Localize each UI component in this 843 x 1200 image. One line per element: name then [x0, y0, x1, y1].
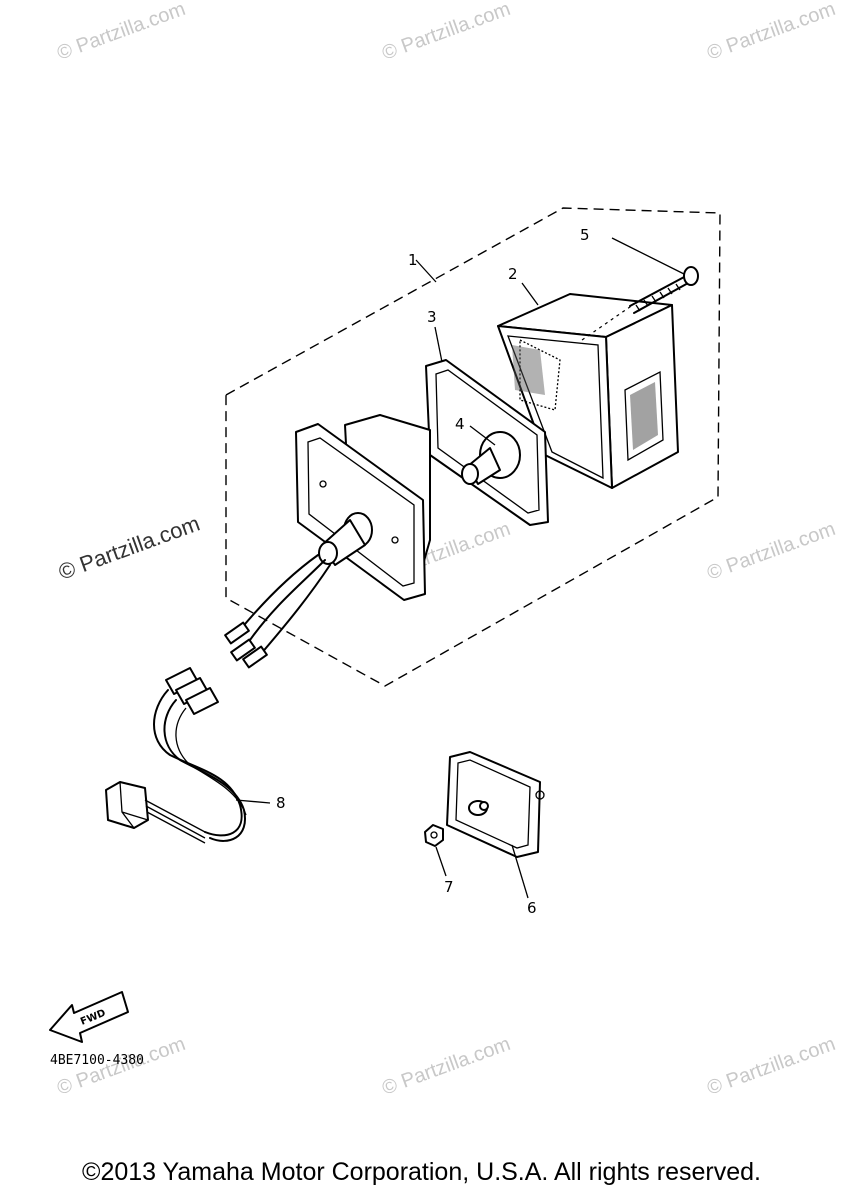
watermark: © Partzilla.com [704, 1033, 838, 1100]
watermark: © Partzilla.com [704, 0, 838, 65]
leader-line-1 [415, 259, 437, 283]
copyright-notice: ©2013 Yamaha Motor Corporation, U.S.A. A… [82, 1158, 761, 1186]
leader-line-3 [434, 326, 443, 363]
watermark: © Partzilla.com [704, 518, 838, 585]
watermark-prominent: © Partzilla.com [55, 511, 203, 585]
part-8-harness [105, 667, 271, 844]
callout-3: 3 [427, 308, 437, 326]
part-2-housing [497, 293, 679, 489]
callout-4: 4 [455, 415, 465, 433]
assembly-boundary [225, 207, 721, 687]
fwd-arrow-icon: FWD [49, 991, 129, 1043]
leader-line-2 [521, 282, 539, 306]
part-4-bulb [461, 425, 521, 485]
callout-5: 5 [580, 226, 590, 244]
watermark: © Partzilla.com [379, 1033, 513, 1100]
callout-8: 8 [276, 794, 286, 812]
diagram-part-number: 4BE7100-4380 [50, 1053, 144, 1068]
callout-1: 1 [408, 251, 418, 269]
callout-6: 6 [527, 899, 537, 917]
watermark: © Partzilla.com [54, 0, 188, 65]
part-6-license-light [446, 751, 545, 899]
tail-light-wires [224, 554, 331, 669]
tail-light-base [295, 414, 431, 601]
callout-2: 2 [508, 265, 518, 283]
part-5-screw [611, 237, 699, 314]
part-7-nut [424, 824, 447, 877]
watermark: © Partzilla.com [379, 0, 513, 65]
callout-7: 7 [444, 878, 454, 896]
watermarks: © Partzilla.com © Partzilla.com © Partzi… [54, 0, 838, 1100]
